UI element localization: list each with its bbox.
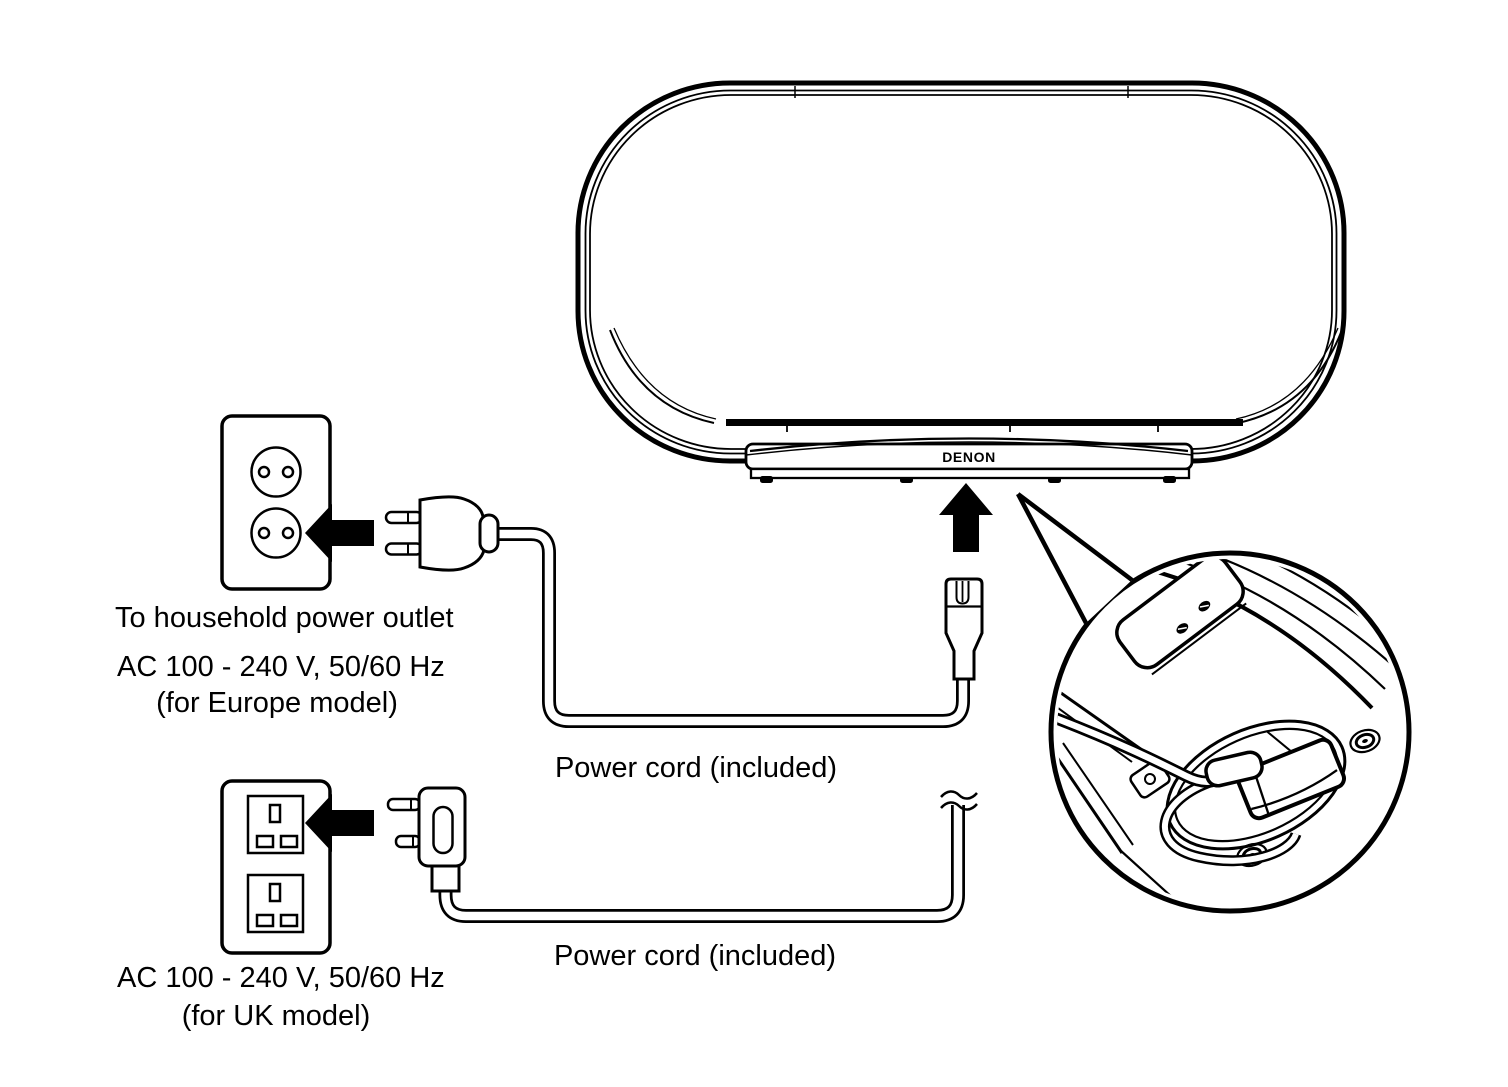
arrow-left-icon bbox=[305, 504, 374, 562]
callout-wedge-line bbox=[1016, 492, 1088, 625]
eu-spec-line2: (for Europe model) bbox=[156, 687, 398, 719]
uk-cord-label: Power cord (included) bbox=[554, 940, 836, 972]
detail-callout-circle bbox=[1016, 492, 1412, 914]
eu-outlet-caption: To household power outlet bbox=[115, 602, 454, 634]
uk-outlet-illustration bbox=[220, 779, 332, 955]
plug-in-inlet-detail bbox=[1235, 737, 1347, 821]
brand-logo-text: DENON bbox=[942, 449, 996, 465]
speaker-illustration: DENON bbox=[575, 80, 1347, 483]
eu-plug-illustration bbox=[384, 495, 500, 572]
eu-outlet-illustration bbox=[220, 414, 332, 591]
eu-power-cord-illustration bbox=[492, 527, 970, 728]
speaker-front-band bbox=[726, 419, 1243, 426]
uk-spec-line2: (for UK model) bbox=[182, 1000, 371, 1032]
callout-wedge-line bbox=[1016, 492, 1134, 582]
eu-cord-label: Power cord (included) bbox=[555, 752, 837, 784]
eu-appliance-connector-illustration bbox=[944, 577, 984, 681]
bottom-panel-detail bbox=[1115, 559, 1247, 676]
uk-spec-line1: AC 100 - 240 V, 50/60 Hz bbox=[117, 962, 445, 994]
arrow-up-icon bbox=[939, 483, 993, 552]
eu-spec-line1: AC 100 - 240 V, 50/60 Hz bbox=[117, 651, 445, 683]
uk-plug-illustration bbox=[386, 786, 467, 893]
screw-detail bbox=[1349, 728, 1381, 754]
arrow-left-icon bbox=[305, 794, 374, 852]
cord-break-mark bbox=[940, 790, 978, 800]
uk-power-cord-illustration bbox=[438, 788, 978, 923]
